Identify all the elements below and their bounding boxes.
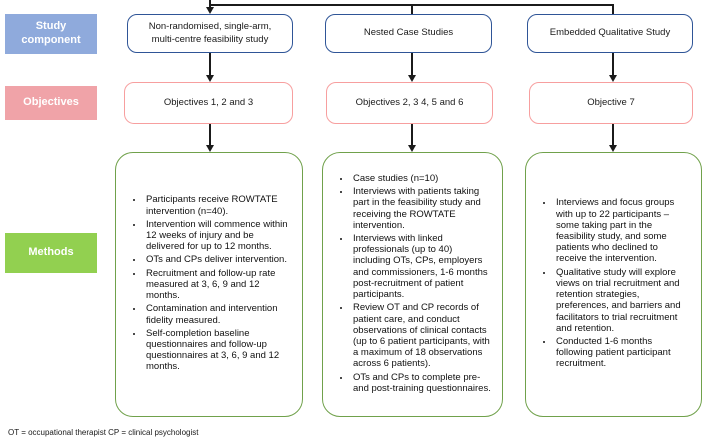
methods-bullet: Review OT and CP records of patient care… (351, 302, 492, 369)
arrow-col2-objectives-to-methods-shaft (411, 124, 413, 146)
abbreviations-footnote: OT = occupational therapist CP = clinica… (8, 428, 199, 437)
objectives-box-col3-text: Objective 7 (587, 96, 635, 108)
methods-bullet: Intervention will commence within 12 wee… (144, 219, 292, 253)
objectives-box-col2-text: Objectives 2, 3 4, 5 and 6 (355, 96, 464, 108)
study-component-box-nested-case-studies-text: Nested Case Studies (363, 27, 454, 39)
methods-list-col2: Case studies (n=10) Interviews with pati… (323, 173, 502, 396)
arrow-col1-objectives-to-methods-head-icon (205, 145, 214, 152)
top-connector-col1-arrowhead-icon (205, 7, 214, 14)
methods-bullet: Qualitative study will explore views on … (554, 267, 691, 334)
arrow-col2-objectives-to-methods-head-icon (407, 145, 416, 152)
methods-bullet: OTs and CPs to complete pre- and post-tr… (351, 372, 492, 394)
arrow-col1-objectives-to-methods-shaft (209, 124, 211, 146)
arrow-col2-study-to-objectives-shaft (411, 53, 413, 76)
objectives-box-col1-text: Objectives 1, 2 and 3 (163, 96, 254, 108)
objectives-box-col3: Objective 7 (529, 82, 693, 124)
arrow-col3-study-to-objectives-head-icon (608, 75, 617, 82)
arrow-col1-study-to-objectives-head-icon (205, 75, 214, 82)
study-component-box-nested-case-studies: Nested Case Studies (325, 14, 492, 53)
row-label-objectives: Objectives (5, 86, 97, 120)
study-component-box-feasibility-text: Non-randomised, single-arm, multi-centre… (148, 21, 272, 45)
methods-bullet: Interviews with patients taking part in … (351, 186, 492, 231)
row-label-objectives-text: Objectives (23, 96, 79, 109)
methods-bullet: Case studies (n=10) (351, 173, 492, 184)
study-component-box-feasibility: Non-randomised, single-arm, multi-centre… (127, 14, 293, 53)
methods-bullet: Recruitment and follow-up rate measured … (144, 268, 292, 302)
methods-list-col3: Interviews and focus groups with up to 2… (526, 197, 701, 371)
study-component-box-embedded-qualitative: Embedded Qualitative Study (527, 14, 693, 53)
objectives-box-col1: Objectives 1, 2 and 3 (124, 82, 293, 124)
methods-list-col1: Participants receive ROWTATE interventio… (116, 194, 302, 374)
methods-bullet: OTs and CPs deliver intervention. (144, 254, 292, 265)
top-connector-col2-vline (411, 4, 413, 14)
methods-box-col2: Case studies (n=10) Interviews with pati… (322, 152, 503, 417)
methods-box-col3: Interviews and focus groups with up to 2… (525, 152, 702, 417)
study-component-box-embedded-qualitative-text: Embedded Qualitative Study (549, 27, 671, 39)
methods-box-col1: Participants receive ROWTATE interventio… (115, 152, 303, 417)
methods-bullet: Interviews and focus groups with up to 2… (554, 197, 691, 264)
arrow-col3-objectives-to-methods-shaft (612, 124, 614, 146)
methods-bullet: Conducted 1-6 months following patient p… (554, 336, 691, 370)
methods-bullet: Interviews with linked professionals (up… (351, 233, 492, 300)
methods-bullet: Contamination and intervention fidelity … (144, 303, 292, 325)
row-label-methods: Methods (5, 233, 97, 273)
arrow-col3-objectives-to-methods-head-icon (608, 145, 617, 152)
arrow-col1-study-to-objectives-shaft (209, 53, 211, 76)
methods-bullet: Self-completion baseline questionnaires … (144, 328, 292, 373)
top-connector-col3-vline (612, 4, 614, 14)
arrow-col2-study-to-objectives-head-icon (407, 75, 416, 82)
methods-bullet: Participants receive ROWTATE interventio… (144, 194, 292, 216)
objectives-box-col2: Objectives 2, 3 4, 5 and 6 (326, 82, 493, 124)
row-label-study-component: Study component (5, 14, 97, 54)
row-label-methods-text: Methods (28, 246, 74, 259)
arrow-col3-study-to-objectives-shaft (612, 53, 614, 76)
row-label-study-component-text: Study component (21, 20, 81, 46)
top-connector-col1-vline (209, 0, 211, 8)
